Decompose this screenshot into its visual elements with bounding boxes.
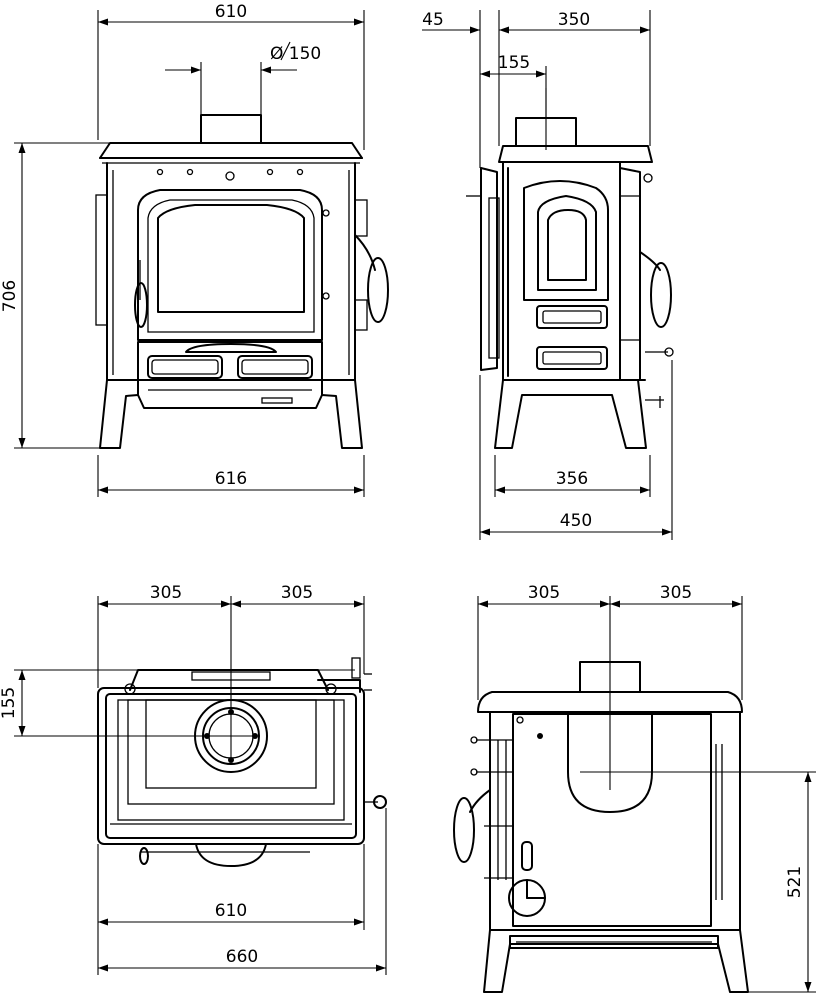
dim-rear-flue-height: 521 xyxy=(785,866,805,898)
dim-side-total-depth: 450 xyxy=(560,511,592,531)
dim-top-flue-depth: 155 xyxy=(0,687,19,719)
side-legs xyxy=(494,379,647,449)
dim-front-height: 706 xyxy=(0,280,20,312)
top-dimensions: 305 305 155 610 660 xyxy=(0,583,387,975)
side-view xyxy=(466,117,674,449)
side-top-plate xyxy=(498,145,653,163)
rear-legs xyxy=(483,929,749,993)
dim-front-top-width: 610 xyxy=(215,2,247,22)
rear-dimensions: 305 305 521 xyxy=(477,583,816,993)
rear-view xyxy=(453,661,749,993)
dim-side-base-depth: 356 xyxy=(556,469,588,489)
dim-front-base-width: 616 xyxy=(215,469,247,489)
front-top-plate xyxy=(99,142,363,159)
front-left-leg xyxy=(99,379,139,449)
rear-top-plate xyxy=(477,691,743,713)
dim-top-width: 610 xyxy=(215,901,247,921)
dim-side-flue-offset: 155 xyxy=(498,53,530,73)
dim-flue-diameter: Ø 150 xyxy=(270,44,321,64)
dim-side-offset: 45 xyxy=(422,10,444,30)
top-front-handle xyxy=(195,843,267,867)
front-right-leg xyxy=(321,379,363,449)
side-window-panel xyxy=(523,180,609,301)
dim-side-top-depth: 350 xyxy=(558,10,590,30)
dim-top-right-half: 305 xyxy=(281,583,313,603)
front-view xyxy=(95,114,389,449)
front-flue-pipe xyxy=(200,114,262,144)
rear-handle xyxy=(453,797,475,863)
dim-rear-left-half: 305 xyxy=(528,583,560,603)
top-view xyxy=(97,657,387,867)
front-glass xyxy=(157,204,305,313)
dim-rear-right-half: 305 xyxy=(660,583,692,603)
side-dimensions: 45 350 155 356 450 xyxy=(422,10,673,540)
rear-panel xyxy=(512,713,712,927)
front-rivets xyxy=(156,168,304,181)
rear-flue-channel xyxy=(567,713,653,813)
front-side-handle xyxy=(367,257,389,323)
dim-top-total-width: 660 xyxy=(226,947,258,967)
front-dimensions: 610 Ø 150 706 616 xyxy=(0,2,365,497)
dim-top-left-half: 305 xyxy=(150,583,182,603)
front-glass-door xyxy=(137,189,323,341)
side-handle xyxy=(650,262,672,328)
